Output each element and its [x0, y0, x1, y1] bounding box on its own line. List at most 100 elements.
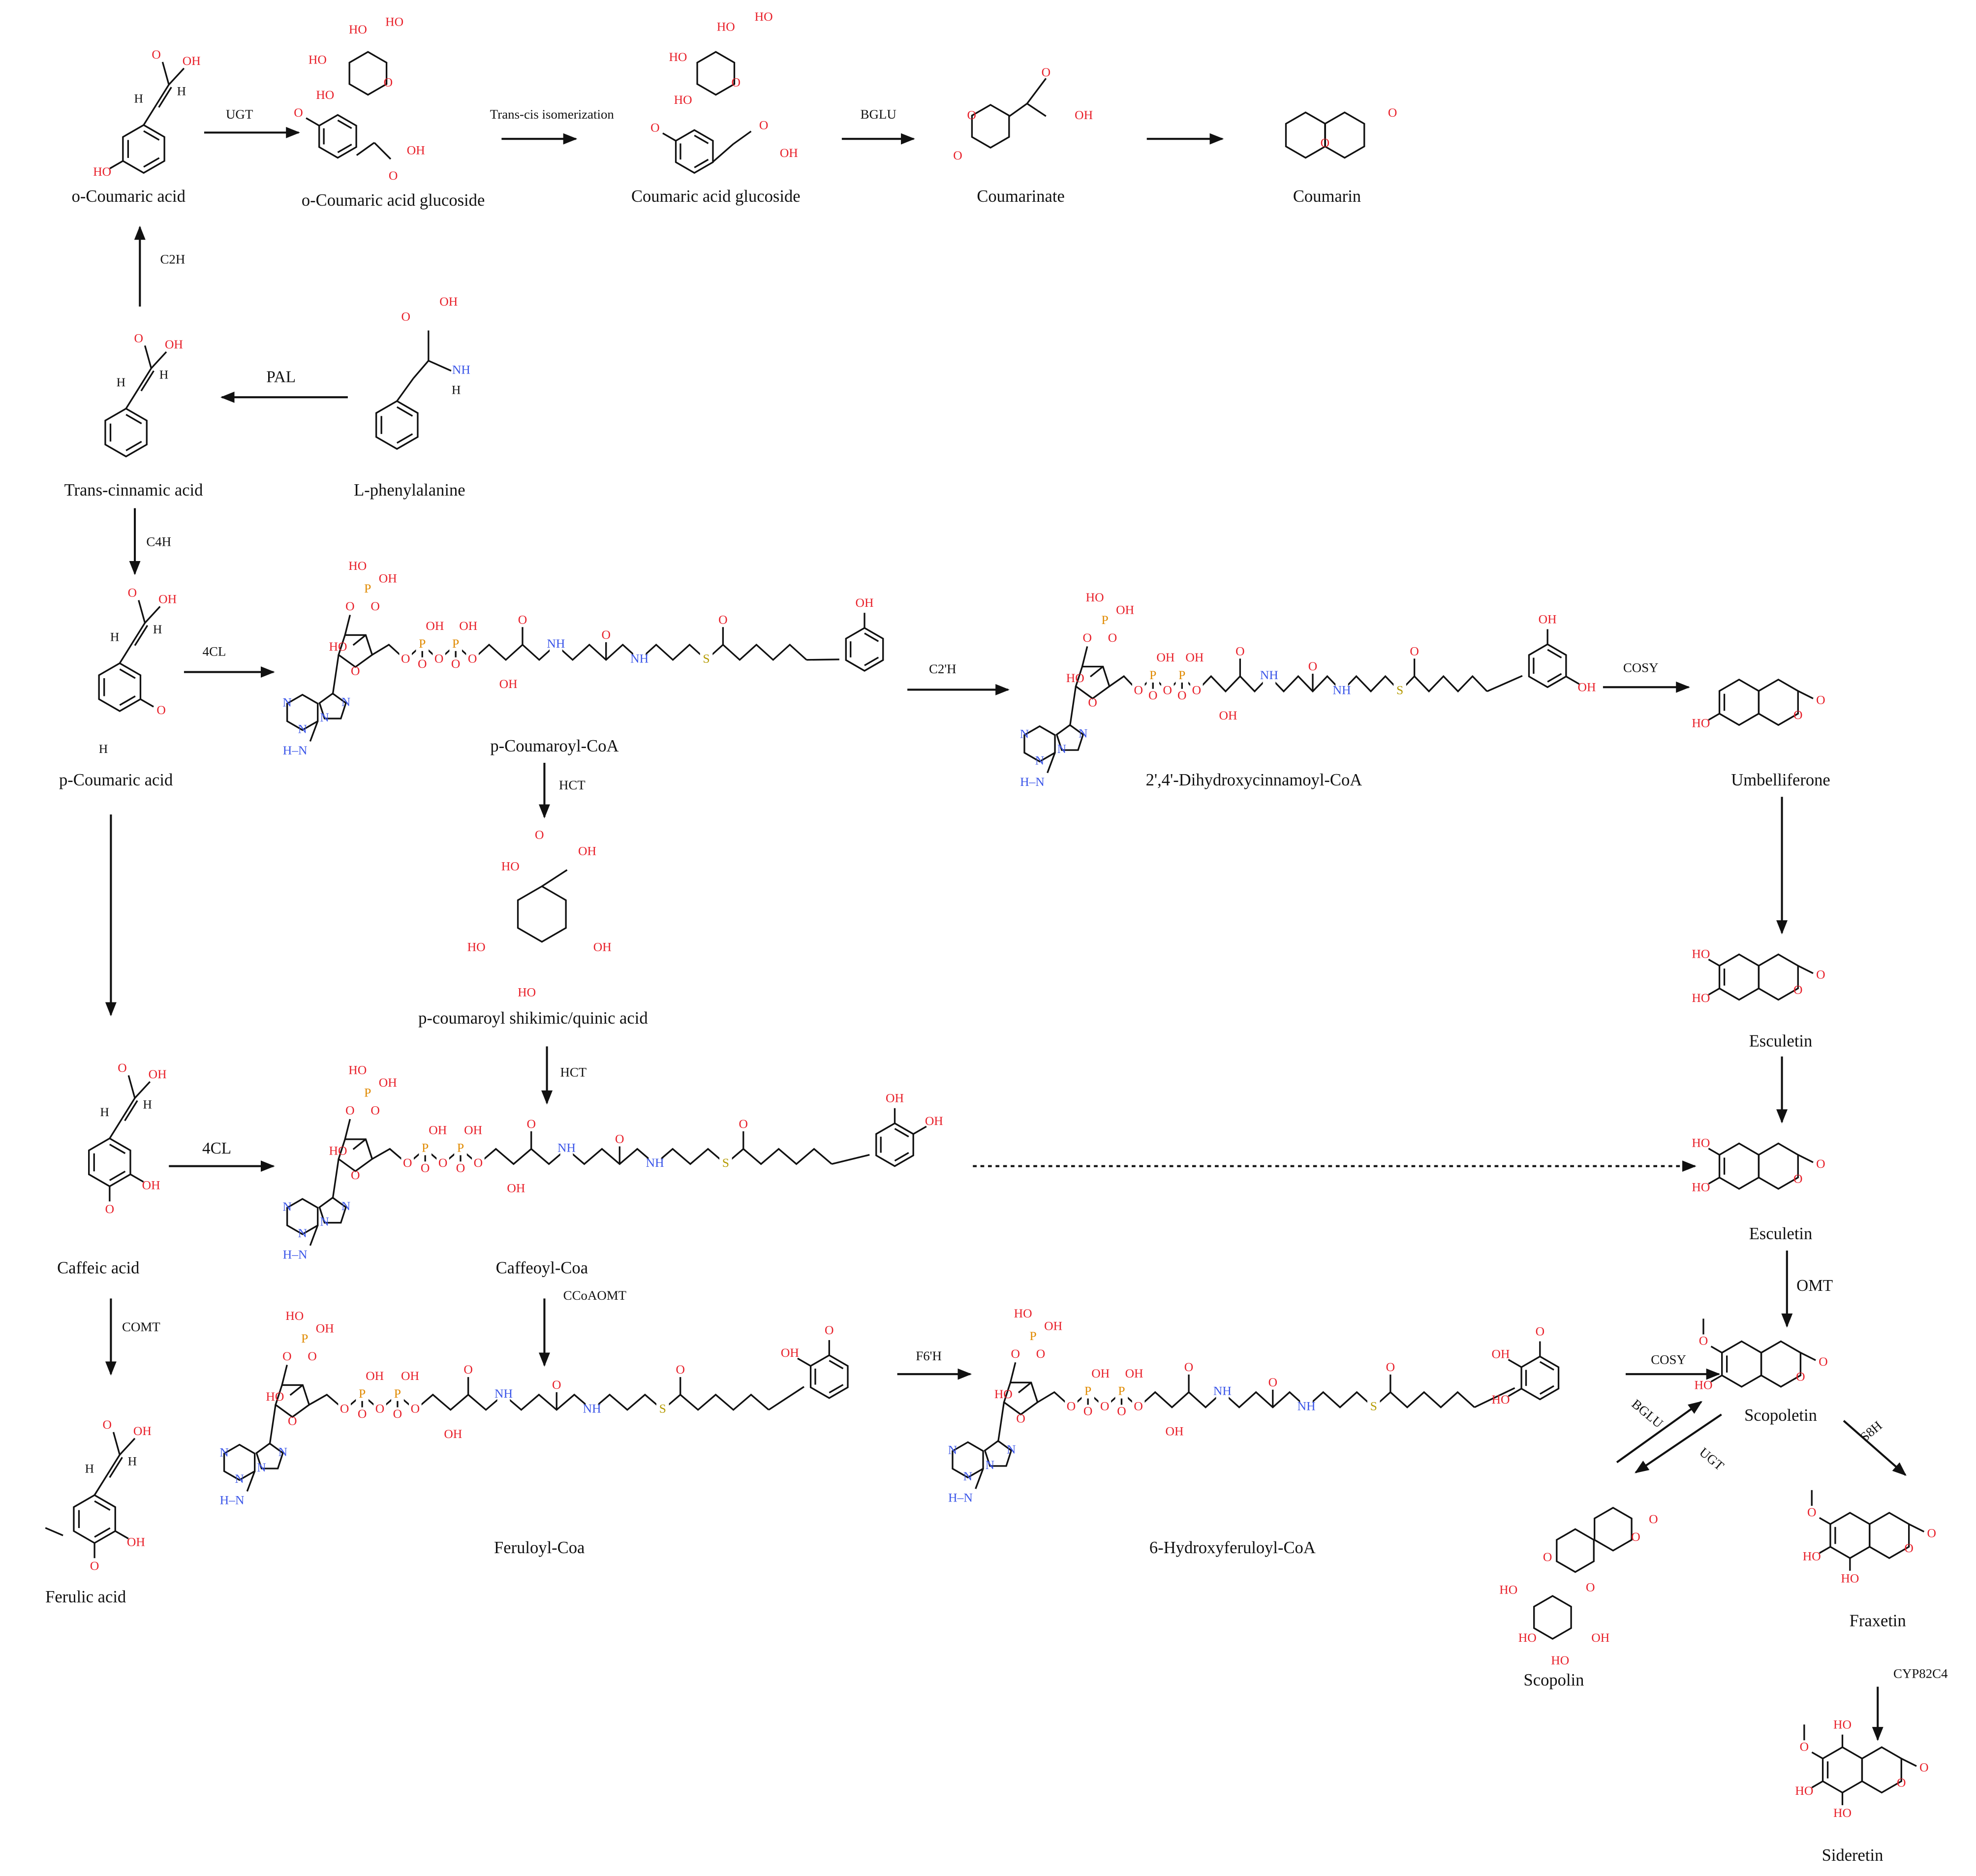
ring-bond [1829, 1511, 1871, 1560]
ring-bond [1721, 1340, 1762, 1388]
ring-bond [104, 407, 148, 458]
bond [712, 143, 734, 162]
atom-label: S [1396, 683, 1403, 697]
bond [309, 1225, 319, 1246]
bond [134, 1081, 151, 1099]
atom-label: NH [1333, 683, 1351, 697]
atom-label: N [282, 1199, 292, 1214]
bond [155, 84, 170, 105]
atom-label: N [278, 1444, 288, 1459]
enzyme-c4h: C4H [146, 534, 171, 549]
atom-label: O [1386, 1360, 1395, 1374]
atom-label: HO [994, 1387, 1013, 1401]
atom-label: HO [674, 93, 692, 107]
bond [412, 360, 430, 379]
bond [106, 1454, 121, 1475]
atom-label: O [1649, 1512, 1658, 1526]
atom-label: O [1796, 1370, 1805, 1384]
atom-label: HO [1692, 716, 1710, 730]
bond [281, 1365, 288, 1385]
atom-label: O [739, 1117, 748, 1131]
atom-label: N [235, 1471, 244, 1486]
atom-label: O [967, 108, 976, 122]
atom-label: H [128, 1454, 137, 1468]
bond [352, 1138, 367, 1150]
label-bg [416, 637, 429, 653]
atom-label: O [1100, 1399, 1110, 1413]
bond [694, 134, 709, 144]
enzyme-bglu-2: BGLU [1629, 1396, 1666, 1431]
bond [541, 869, 568, 887]
ring-bond [122, 124, 165, 174]
atom-label: OH [1116, 603, 1134, 617]
atom-label: HO [501, 859, 520, 873]
atom-label: O [288, 1413, 297, 1428]
compound-feruloyl-coa: Feruloyl-Coa [494, 1538, 585, 1557]
ring-bond [952, 1441, 984, 1479]
compound-esculetin-1: Esculetin [1749, 1032, 1813, 1050]
compound-6-hydroxyferuloyl-coa: 6-Hydroxyferuloyl-CoA [1149, 1538, 1316, 1557]
ring-bond [318, 692, 347, 719]
atom-label: N [1035, 753, 1045, 767]
atom-label: OH [1091, 1366, 1110, 1380]
bond [1710, 1345, 1723, 1354]
ring-bond [1075, 665, 1111, 700]
atom-label: H–N [220, 1493, 245, 1507]
atom-label: O [403, 1156, 412, 1170]
atom-label: O [1163, 683, 1173, 697]
atom-label: O [1699, 1334, 1708, 1348]
atom-label: O [418, 657, 427, 671]
atom-label: O [351, 663, 360, 678]
atom-label: HO [1694, 1377, 1712, 1392]
atom-label: OH [439, 294, 458, 309]
atom-label: P [364, 581, 371, 595]
bond [1069, 686, 1077, 726]
ring-bond [1528, 643, 1567, 688]
atom-label: N [282, 695, 292, 709]
bond [119, 695, 136, 706]
bond [1009, 1362, 1017, 1383]
ring-bond [1758, 679, 1799, 726]
bond [913, 1126, 927, 1135]
label-bg [586, 1402, 598, 1418]
ring-bond [1593, 1506, 1633, 1552]
label-bg [497, 1387, 510, 1403]
atom-label: OH [1166, 1424, 1184, 1438]
atom-label: O [1042, 65, 1051, 79]
ring-bond [318, 1196, 347, 1224]
atom-label: O [1904, 1541, 1914, 1555]
bond [122, 1097, 136, 1119]
atom-label: O [1134, 1399, 1143, 1413]
ring-bond [809, 1354, 849, 1399]
atom-label: OH [1539, 612, 1557, 626]
label-bg [719, 1156, 732, 1172]
compound-caffeic-acid: Caffeic acid [57, 1258, 139, 1277]
atom-label: O [401, 652, 410, 666]
atom-label: O [282, 1349, 292, 1363]
atom-label: OH [578, 844, 596, 858]
bond [344, 615, 351, 635]
atom-label: O [650, 121, 659, 135]
enzyme-pal: PAL [266, 368, 296, 386]
label-bg [1098, 1400, 1112, 1415]
atom-label: NH [557, 1140, 576, 1155]
label-bg [1161, 684, 1174, 699]
ring-bond [1520, 1355, 1560, 1401]
atom-label: O [615, 1132, 624, 1146]
atom-label: N [320, 710, 329, 724]
atom-label: N [1079, 726, 1088, 740]
atom-label: O [601, 627, 611, 642]
atom-label: N [1057, 742, 1067, 756]
bond [1081, 646, 1088, 667]
label-bg [432, 652, 445, 668]
atom-label: O [152, 47, 161, 62]
ring-bond [1055, 724, 1084, 751]
atom-label: O [1016, 1411, 1025, 1425]
atom-label: O [552, 1377, 561, 1392]
atom-label: O [1308, 659, 1318, 673]
